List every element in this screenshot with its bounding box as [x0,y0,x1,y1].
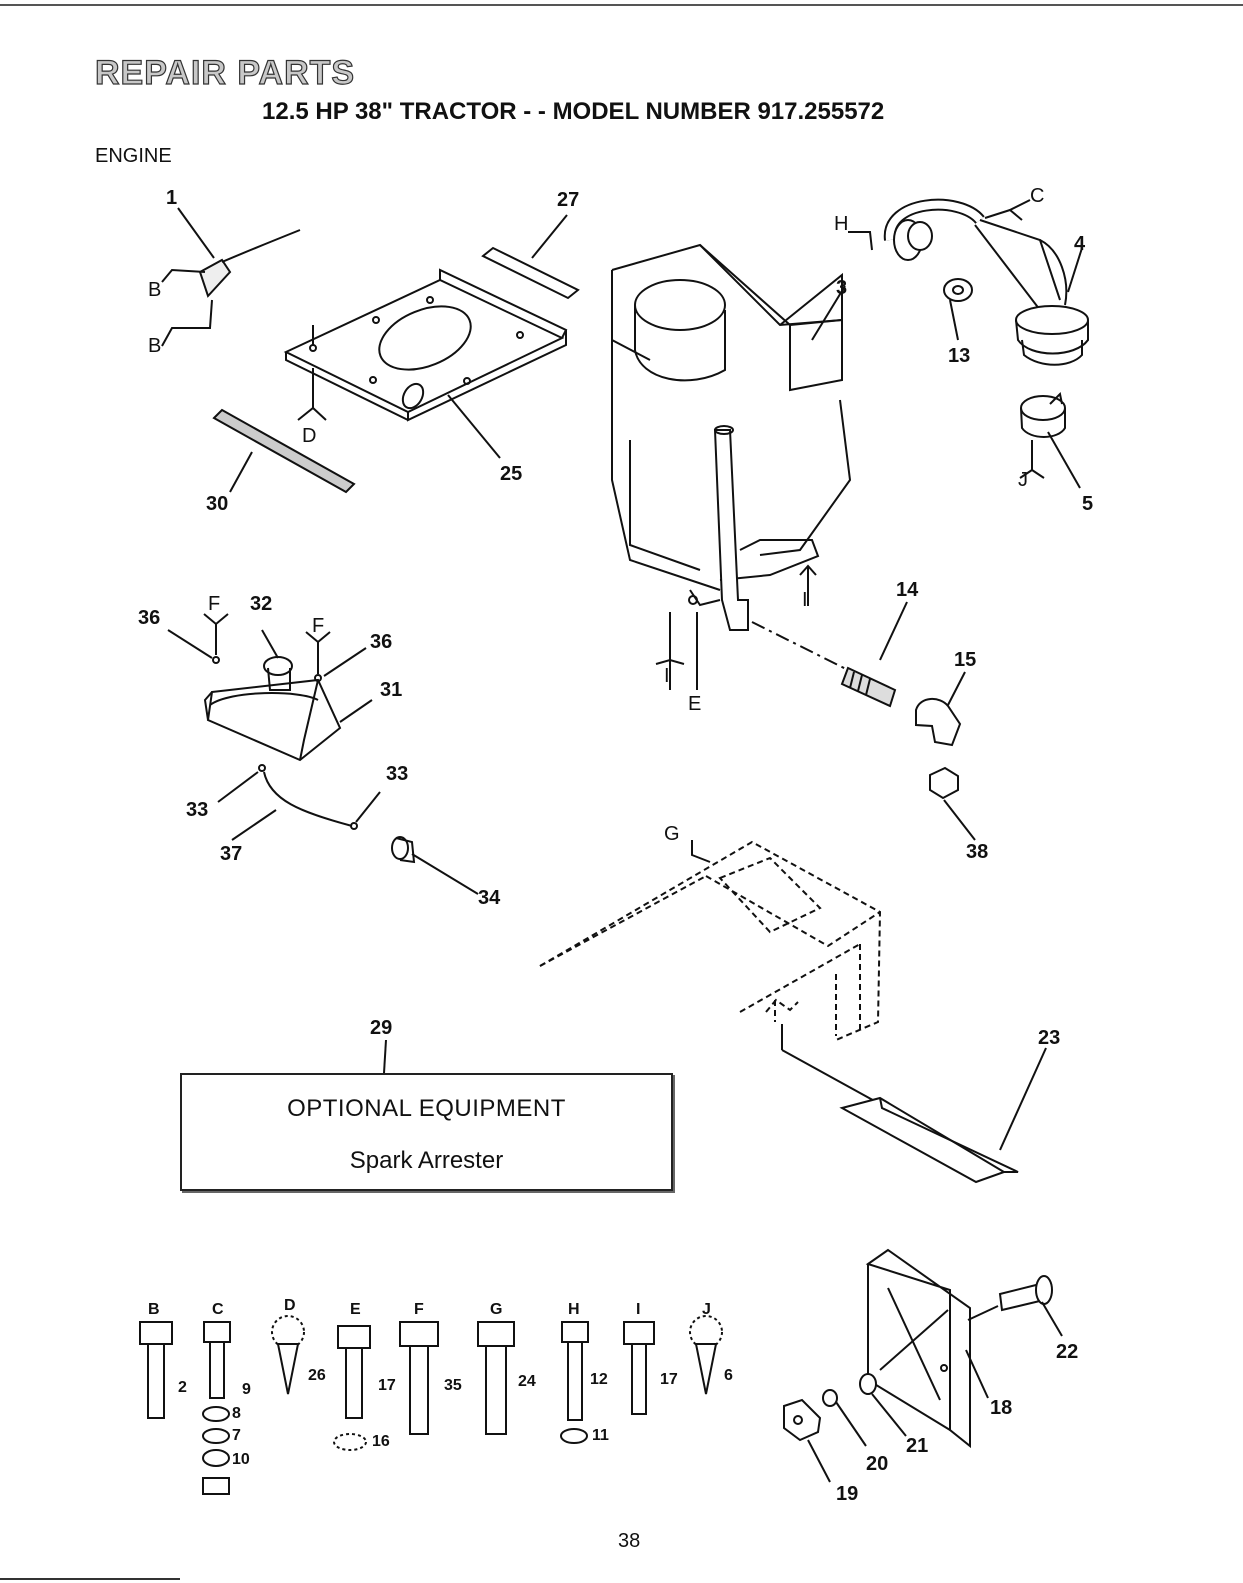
ref-letter-j: J [1018,470,1028,490]
hardware-part-10: 10 [232,1452,250,1468]
hardware-row-drawing [140,1316,722,1494]
callout-15: 15 [954,650,976,670]
hardware-part-17-i: 17 [660,1372,678,1388]
elbow-drawing [916,672,965,745]
mounting-plate-drawing [286,270,566,458]
hardware-part-9: 9 [242,1382,251,1398]
hardware-letter-i: I [636,1302,640,1318]
hardware-letter-f: F [414,1302,424,1318]
callout-13: 13 [948,346,970,366]
hardware-part-35: 35 [444,1378,462,1394]
bolt-c-drawing [203,1322,230,1494]
hardware-part-12: 12 [590,1372,608,1388]
ref-letter-h: H [834,214,848,234]
grommet-drawing [392,837,478,894]
callout-22: 22 [1056,1342,1078,1362]
callout-18: 18 [990,1398,1012,1418]
hardware-letter-d: D [284,1298,296,1314]
hardware-part-7: 7 [232,1428,241,1444]
hardware-letter-h: H [568,1302,580,1318]
hardware-part-16: 16 [372,1434,390,1450]
optional-equipment-title: OPTIONAL EQUIPMENT [182,1095,671,1123]
callout-14: 14 [896,580,918,600]
heat-shield-drawing [842,1048,1046,1182]
bottom-rule [0,1578,180,1580]
callout-5: 5 [1082,494,1093,514]
engine-drawing [612,245,850,690]
tractor-frame-drawing [540,842,880,1040]
callout-36-left: 36 [138,608,160,628]
callout-30: 30 [206,494,228,514]
callout-25: 25 [500,464,522,484]
shield-plate-drawing [868,1250,998,1446]
callout-19: 19 [836,1484,858,1504]
ref-letter-e: E [688,694,701,714]
ref-letter-f-right: F [312,616,324,636]
ref-letter-f-left: F [208,594,220,614]
ref-letter-b-upper: B [148,280,161,300]
callout-20: 20 [866,1454,888,1474]
bolt-h-drawing [561,1322,588,1443]
ref-letter-i-left: I [664,666,670,686]
hardware-part-24: 24 [518,1374,536,1390]
ref-letter-g: G [664,824,680,844]
hardware-part-26: 26 [308,1368,326,1384]
hardware-part-8: 8 [232,1406,241,1422]
bolt-22-drawing [1000,1276,1062,1336]
gasket-drawing [944,279,972,340]
callout-34: 34 [478,888,500,908]
callout-23: 23 [1038,1028,1060,1048]
callout-32: 32 [250,594,272,614]
ref-letter-c: C [1030,186,1044,206]
hardware-letter-e: E [350,1302,361,1318]
screw-j-drawing [690,1316,722,1394]
ref-letter-i-right: I [802,590,808,610]
hardware-letter-j: J [702,1302,711,1318]
optional-equipment-item: Spark Arrester [182,1147,671,1175]
ref-letter-d: D [302,426,316,446]
hardware-part-17-e: 17 [378,1378,396,1394]
hardware-letter-c: C [212,1302,224,1318]
strip-27-drawing [483,248,578,298]
bolt-e-drawing [334,1326,370,1450]
callout-33-right: 33 [386,764,408,784]
callout-1: 1 [166,188,177,208]
pipe-nipple-drawing [842,602,907,706]
ref-letter-b-lower: B [148,336,161,356]
bolt-b-drawing [140,1322,172,1418]
callout-3: 3 [836,278,847,298]
cable-bracket-drawing [162,208,300,346]
hardware-letter-b: B [148,1302,160,1318]
bolt-i-drawing [624,1322,654,1414]
drain-plug-drawing [930,768,975,840]
callout-21: 21 [906,1436,928,1456]
callout-33-left: 33 [186,800,208,820]
hardware-letter-g: G [490,1302,502,1318]
callout-38: 38 [966,842,988,862]
page-number: 38 [618,1530,640,1553]
callout-29: 29 [370,1018,392,1038]
strip-30-drawing [214,410,354,492]
callout-4: 4 [1074,234,1085,254]
screw-d-drawing [272,1316,304,1394]
callout-36-right: 36 [370,632,392,652]
callout-27: 27 [557,190,579,210]
hardware-part-2: 2 [178,1380,187,1396]
callout-31: 31 [380,680,402,700]
hardware-part-11: 11 [592,1428,609,1444]
bolt-g-drawing [478,1322,514,1434]
bolt-f-drawing [400,1322,438,1434]
optional-equipment-box: OPTIONAL EQUIPMENT Spark Arrester [180,1073,673,1191]
clamp-drawing [1020,394,1080,488]
hardware-part-6: 6 [724,1368,733,1384]
callout-37: 37 [220,844,242,864]
